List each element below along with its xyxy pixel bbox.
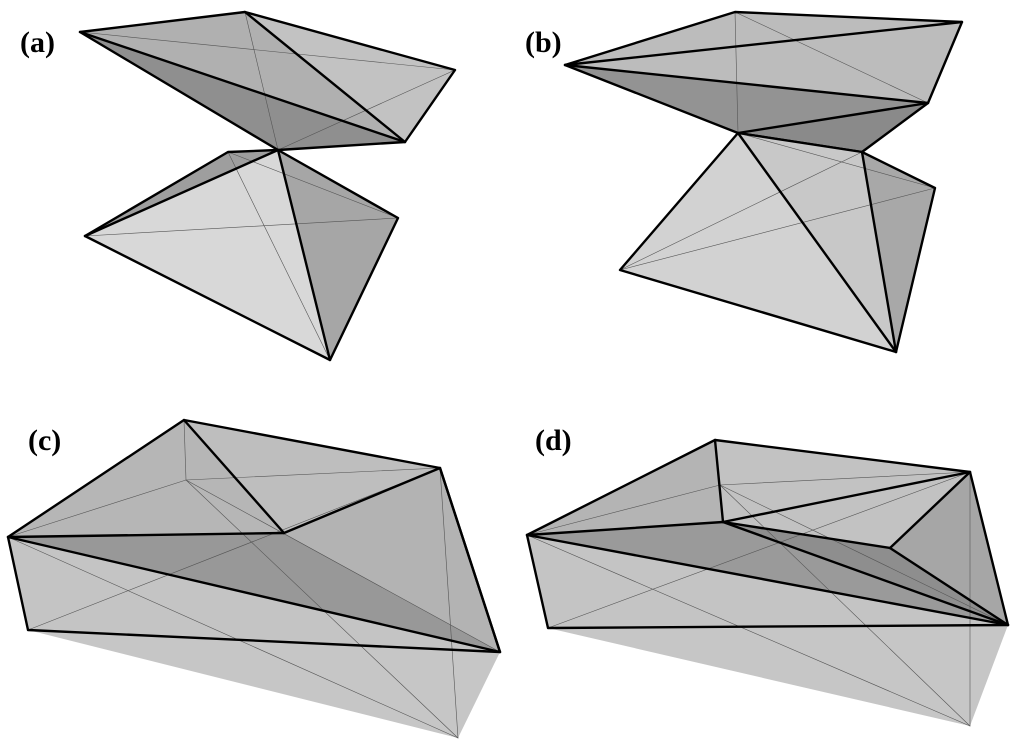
upper-polyhedron-a bbox=[78, 10, 457, 152]
under-face bbox=[80, 32, 405, 150]
front-face bbox=[620, 133, 896, 352]
right-face bbox=[245, 12, 455, 142]
panel-label-d: (d) bbox=[535, 424, 572, 457]
upper-polyhedron-b bbox=[563, 10, 964, 154]
panel-label-b: (b) bbox=[525, 26, 562, 59]
front-face bbox=[85, 150, 330, 360]
top-face bbox=[80, 12, 405, 142]
top-front-face bbox=[527, 522, 1008, 625]
polyhedron-c bbox=[6, 418, 502, 739]
top-back-face bbox=[715, 440, 970, 548]
polyhedron-d bbox=[525, 438, 1010, 727]
under-face bbox=[565, 65, 928, 133]
panel-d: (d) bbox=[525, 424, 1010, 727]
side-face bbox=[278, 150, 398, 360]
panel-a: (a) bbox=[20, 10, 457, 362]
panel-label-c: (c) bbox=[28, 424, 61, 457]
panel-c: (c) bbox=[6, 418, 502, 739]
top-right-face bbox=[284, 468, 500, 652]
lower-polyhedron-b bbox=[618, 131, 937, 354]
lower-polyhedron-a bbox=[83, 148, 400, 362]
panel-b: (b) bbox=[525, 10, 964, 354]
panel-label-a: (a) bbox=[20, 26, 55, 59]
front-bottom-face bbox=[28, 630, 500, 738]
front-bottom-face bbox=[548, 625, 1008, 726]
top-back-face bbox=[184, 420, 440, 533]
